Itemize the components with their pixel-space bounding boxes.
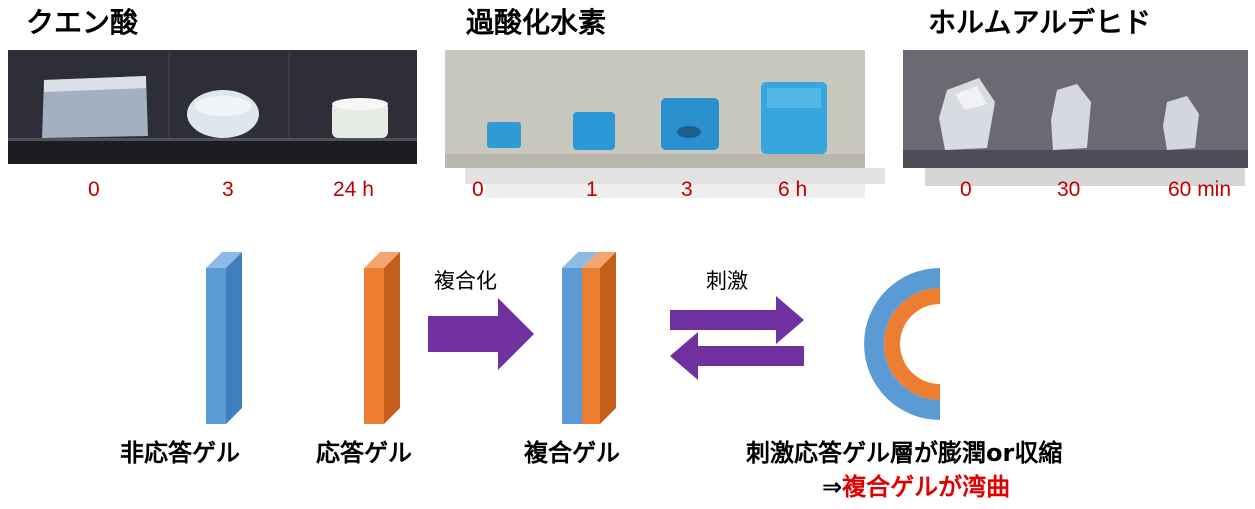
responsive-gel-slab	[364, 252, 400, 424]
stimulus-forward-arrow	[670, 296, 804, 344]
time-label-0: 0	[472, 178, 484, 201]
bending-highlight: 複合ゲルが湾曲	[842, 473, 1011, 501]
time-label-60min: 60 min	[1168, 178, 1232, 201]
citric-acid-title: クエン酸	[26, 6, 139, 39]
composite-gel-slab	[562, 252, 616, 424]
time-label-6h: 6 h	[778, 178, 808, 201]
caption-line-2: ⇒複合ゲルが湾曲	[822, 472, 1010, 502]
formaldehyde-photo	[895, 50, 1255, 212]
time-label-3: 3	[222, 178, 234, 201]
caption-line-1: 刺激応答ゲル層が膨潤or収縮	[746, 439, 1063, 467]
composite-gel-label: 複合ゲル	[524, 439, 620, 467]
citric-acid-photo	[8, 50, 417, 164]
non-responsive-gel-slab	[206, 252, 242, 424]
implies-arrow: ⇒	[822, 473, 843, 501]
compose-arrow	[428, 298, 534, 370]
bent-composite-gel	[864, 268, 940, 420]
time-label-0: 0	[88, 178, 100, 201]
hydrogen-peroxide-title: 過酸化水素	[466, 6, 607, 39]
time-label-0: 0	[960, 178, 972, 201]
time-label-3: 3	[681, 178, 693, 201]
stimulus-label: 刺激	[706, 269, 748, 293]
responsive-gel-label: 応答ゲル	[316, 439, 412, 467]
compose-label: 複合化	[434, 269, 497, 293]
formaldehyde-title: ホルムアルデヒド	[928, 6, 1152, 39]
hydrogen-peroxide-photo	[445, 50, 885, 212]
time-label-24h: 24 h	[333, 178, 374, 201]
time-label-30: 30	[1057, 178, 1081, 201]
non-responsive-gel-label: 非応答ゲル	[120, 439, 240, 467]
stimulus-reverse-arrow	[670, 332, 804, 380]
time-label-1: 1	[586, 178, 598, 201]
